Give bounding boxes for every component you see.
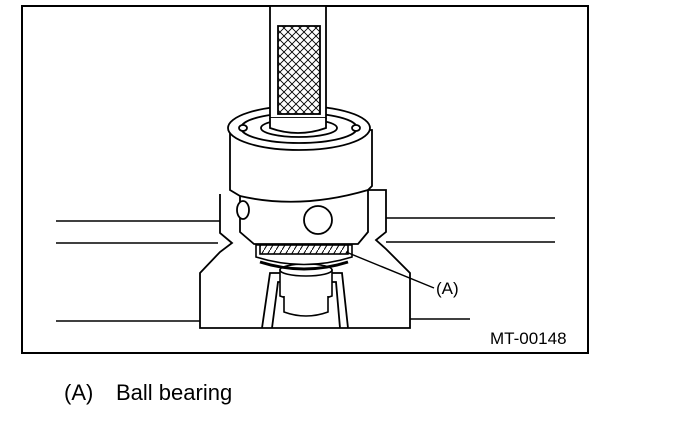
- ball-bearing: [255, 244, 353, 271]
- callout-label: (A): [436, 279, 459, 298]
- shaft-end: [279, 263, 333, 317]
- knurled-handle: [269, 5, 327, 134]
- legend-key: (A): [64, 380, 94, 405]
- figure-code: MT-00148: [490, 329, 567, 348]
- base-plates: [56, 217, 555, 322]
- callout-leader: [345, 251, 435, 289]
- legend: (A) Ball bearing: [64, 380, 232, 406]
- legend-label: Ball bearing: [116, 380, 233, 405]
